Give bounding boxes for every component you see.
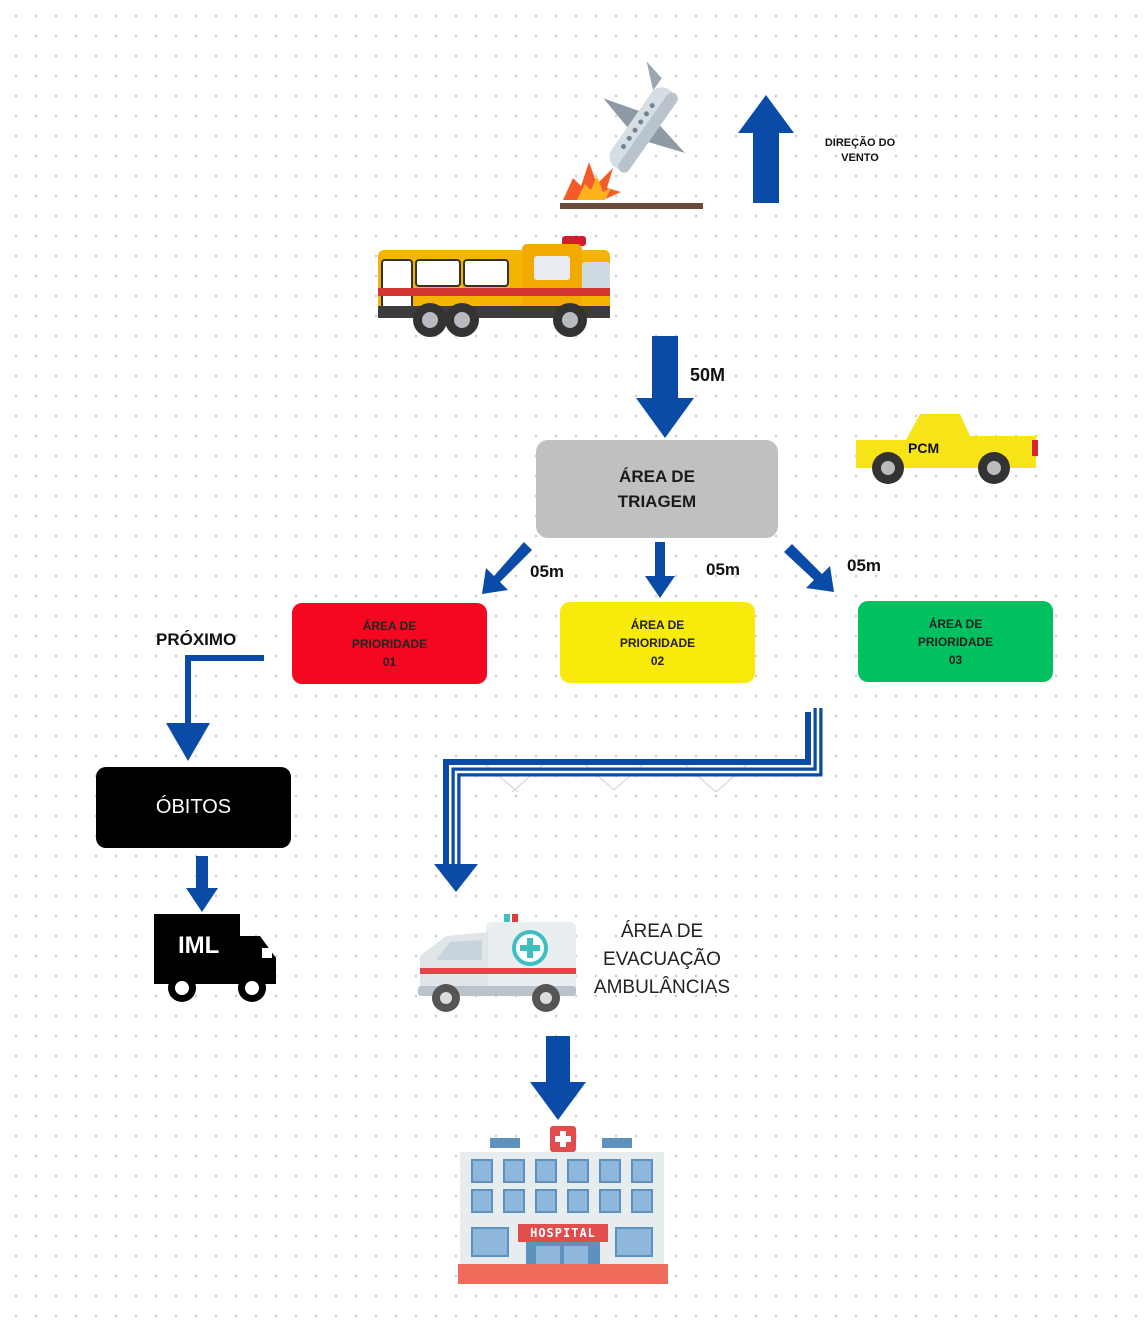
arrow-to-evacuation: [434, 708, 823, 892]
evacuation-line2: EVACUAÇÃO: [603, 949, 721, 970]
pcm-pickup-truck-icon: [856, 414, 1038, 484]
priority-01-line1: ÁREA DE: [362, 618, 417, 633]
iml-label: IML: [178, 932, 220, 959]
obitos-label: ÓBITOS: [155, 796, 232, 818]
wind-direction-arrow-icon: [738, 95, 794, 203]
iml-van-icon: [154, 914, 276, 1002]
priority-area-03: ÁREA DE PRIORIDADE 03: [858, 601, 1053, 682]
distance-label-right: 05m: [847, 556, 882, 575]
ambulance-icon: [418, 914, 576, 1012]
distance-label-center: 05m: [706, 560, 741, 579]
priority-03-line1: ÁREA DE: [928, 616, 983, 631]
plane-crash-icon: [560, 61, 703, 209]
priority-02-line2: PRIORIDADE: [619, 635, 696, 650]
priority-01-line2: PRIORIDADE: [351, 636, 428, 651]
hospital-icon: [458, 1126, 668, 1284]
arrow-to-priority-03: [784, 544, 834, 592]
distance-label-left: 05m: [530, 562, 565, 581]
distance-label-50m: 50M: [690, 365, 726, 385]
priority-03-line2: PRIORIDADE: [917, 634, 994, 649]
evacuation-area-label: ÁREA DE EVACUAÇÃO AMBULÂNCIAS: [584, 918, 740, 1002]
priority-02-line1: ÁREA DE: [630, 617, 685, 632]
priority-02-line3: 02: [650, 653, 665, 668]
hospital-sign: HOSPITAL: [530, 1226, 596, 1240]
wind-label-line2: VENTO: [841, 152, 879, 164]
priority-01-line3: 01: [382, 654, 397, 669]
evacuation-line1: ÁREA DE: [620, 921, 704, 942]
evacuation-line3: AMBULÂNCIAS: [593, 977, 731, 998]
fire-truck-icon: [378, 236, 610, 337]
arrow-to-priority-02: [645, 542, 675, 598]
arrow-to-priority-01: [482, 542, 532, 594]
triage-line2: TRIAGEM: [617, 492, 697, 511]
obitos-box: ÓBITOS: [96, 767, 291, 848]
arrow-to-triage: [636, 336, 694, 438]
triage-line1: ÁREA DE: [619, 467, 695, 486]
pcm-label: PCM: [908, 440, 940, 456]
priority-area-01: ÁREA DE PRIORIDADE 01: [292, 603, 487, 684]
triage-area-box: ÁREA DE TRIAGEM: [536, 440, 778, 538]
proximo-label: PRÓXIMO: [156, 630, 237, 649]
wind-direction-label: DIREÇÃO DO VENTO: [800, 136, 920, 166]
arrow-to-hospital: [530, 1036, 586, 1120]
priority-03-line3: 03: [948, 652, 963, 667]
priority-area-02: ÁREA DE PRIORIDADE 02: [560, 602, 755, 683]
wind-label-line1: DIREÇÃO DO: [824, 137, 896, 149]
arrow-to-iml: [186, 856, 218, 912]
arrow-to-obitos: [166, 655, 264, 761]
